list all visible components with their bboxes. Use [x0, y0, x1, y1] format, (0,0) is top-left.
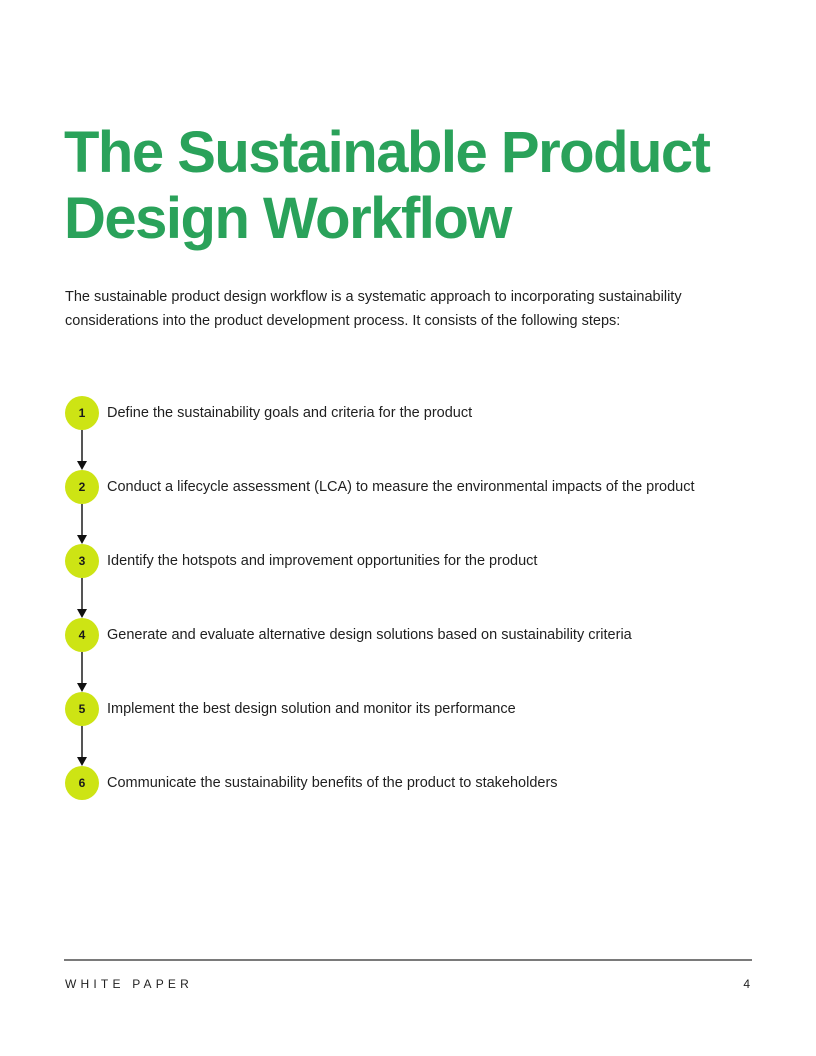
- step-text: Define the sustainability goals and crit…: [107, 405, 473, 421]
- connector-line: [81, 726, 83, 758]
- workflow-step-1: 1 Define the sustainability goals and cr…: [65, 396, 765, 430]
- arrow-down-icon: [77, 461, 87, 470]
- page-title: The Sustainable Product Design Workflow: [64, 120, 711, 251]
- step-number-badge: 4: [65, 618, 99, 652]
- step-text: Conduct a lifecycle assessment (LCA) to …: [107, 479, 695, 495]
- step-number-badge: 5: [65, 692, 99, 726]
- footer-divider: [64, 959, 752, 961]
- connector-line: [81, 578, 83, 610]
- workflow-step-3: 3 Identify the hotspots and improvement …: [65, 544, 765, 578]
- step-number-badge: 6: [65, 766, 99, 800]
- step-number-badge: 1: [65, 396, 99, 430]
- workflow-step-5: 5 Implement the best design solution and…: [65, 692, 765, 726]
- step-text: Communicate the sustainability benefits …: [107, 775, 558, 791]
- intro-paragraph: The sustainable product design workflow …: [65, 289, 682, 329]
- step-text: Generate and evaluate alternative design…: [107, 627, 632, 643]
- arrow-down-icon: [77, 683, 87, 692]
- page-number: 4: [743, 977, 750, 991]
- connector-line: [81, 430, 83, 462]
- step-text: Implement the best design solution and m…: [107, 701, 516, 717]
- workflow-step-4: 4 Generate and evaluate alternative desi…: [65, 618, 765, 652]
- arrow-down-icon: [77, 609, 87, 618]
- step-number-badge: 2: [65, 470, 99, 504]
- connector-line: [81, 652, 83, 684]
- connector-line: [81, 504, 83, 536]
- step-text: Identify the hotspots and improvement op…: [107, 553, 538, 569]
- footer-label: WHITE PAPER: [65, 977, 193, 991]
- step-number-badge: 3: [65, 544, 99, 578]
- arrow-down-icon: [77, 535, 87, 544]
- workflow-step-6: 6 Communicate the sustainability benefit…: [65, 766, 765, 800]
- workflow-step-2: 2 Conduct a lifecycle assessment (LCA) t…: [65, 470, 765, 504]
- arrow-down-icon: [77, 757, 87, 766]
